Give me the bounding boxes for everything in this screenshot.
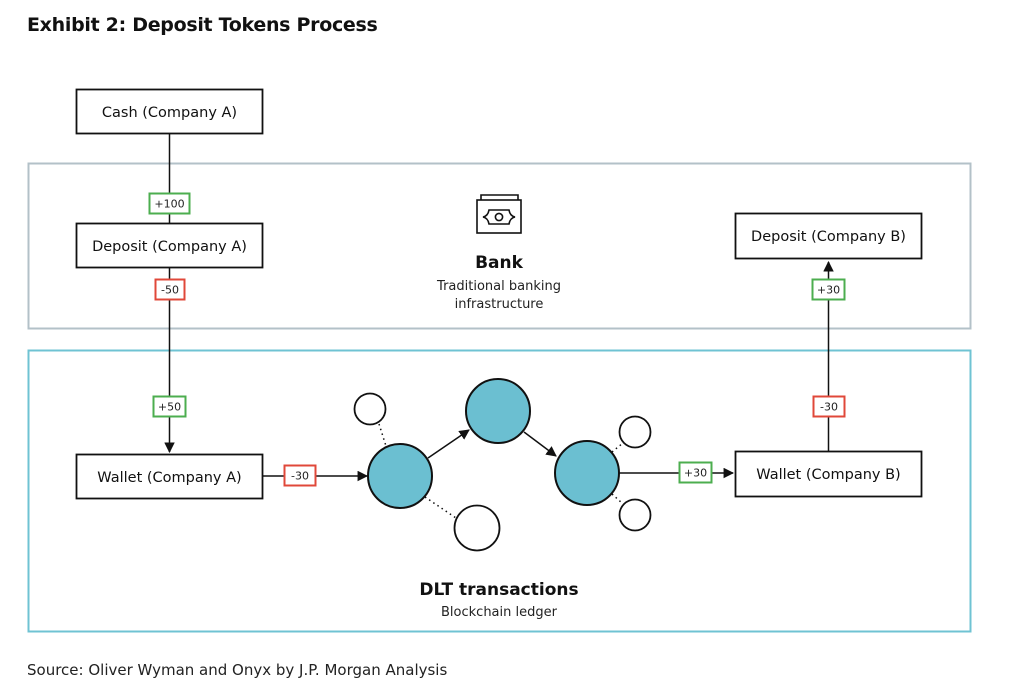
ledger-node-3 xyxy=(554,440,620,506)
wallet-company-a-box: Wallet (Company A) xyxy=(75,453,264,500)
badge-minus-50-label: -50 xyxy=(161,284,179,297)
badge-plus-30-wallet-b: +30 xyxy=(678,461,713,484)
cash-company-a-box: Cash (Company A) xyxy=(75,88,264,135)
dlt-subtitle: Blockchain ledger xyxy=(441,605,558,620)
deposit-company-a-box: Deposit (Company A) xyxy=(75,222,264,269)
peer-link-top-right xyxy=(611,442,624,453)
badge-plus-50: +50 xyxy=(152,395,187,418)
connector-node2-to-node3 xyxy=(523,431,557,457)
peer-node-top-right xyxy=(618,415,652,449)
bank-subtitle-line2: infrastructure xyxy=(455,297,544,312)
badge-minus-30-wallet-a: -30 xyxy=(283,464,317,487)
badge-plus-100: +100 xyxy=(148,192,191,215)
peer-link-top-left xyxy=(378,423,387,447)
deposit-company-b-label: Deposit (Company B) xyxy=(751,229,906,245)
peer-link-bottom-right xyxy=(611,493,624,505)
bank-title: Bank xyxy=(475,253,524,273)
badge-minus-30-wallet-b: -30 xyxy=(812,395,846,418)
peer-node-bottom-left xyxy=(453,504,501,552)
bank-subtitle-line1: Traditional banking xyxy=(436,279,561,294)
badge-plus-50-label: +50 xyxy=(158,401,181,414)
peer-node-top-left xyxy=(353,392,387,426)
badge-plus-100-label: +100 xyxy=(154,198,184,211)
wallet-company-a-label: Wallet (Company A) xyxy=(97,470,241,486)
badge-minus-50: -50 xyxy=(154,278,186,301)
badge-plus-30-wallet-b-label: +30 xyxy=(684,467,707,480)
dlt-panel xyxy=(27,349,972,633)
bank-panel xyxy=(27,162,972,330)
connector-node1-to-node2 xyxy=(427,429,470,459)
banknote-icon xyxy=(476,194,522,234)
dlt-title: DLT transactions xyxy=(419,580,578,600)
badge-minus-30-wallet-b-label: -30 xyxy=(820,401,838,414)
deposit-company-a-label: Deposit (Company A) xyxy=(92,239,247,255)
deposit-company-b-box: Deposit (Company B) xyxy=(734,212,923,260)
badge-minus-30-wallet-a-label: -30 xyxy=(291,470,309,483)
exhibit-title: Exhibit 2: Deposit Tokens Process xyxy=(27,14,378,36)
wallet-company-b-box: Wallet (Company B) xyxy=(734,450,923,498)
badge-plus-30-deposit-b: +30 xyxy=(811,278,846,301)
ledger-node-2 xyxy=(465,378,531,444)
badge-plus-30-deposit-b-label: +30 xyxy=(817,284,840,297)
ledger-node-1 xyxy=(367,443,433,509)
cash-company-a-label: Cash (Company A) xyxy=(102,105,237,121)
source-note: Source: Oliver Wyman and Onyx by J.P. Mo… xyxy=(27,661,448,679)
peer-node-bottom-right xyxy=(618,498,652,532)
peer-link-bottom-left xyxy=(424,496,457,519)
wallet-company-b-label: Wallet (Company B) xyxy=(756,467,900,483)
